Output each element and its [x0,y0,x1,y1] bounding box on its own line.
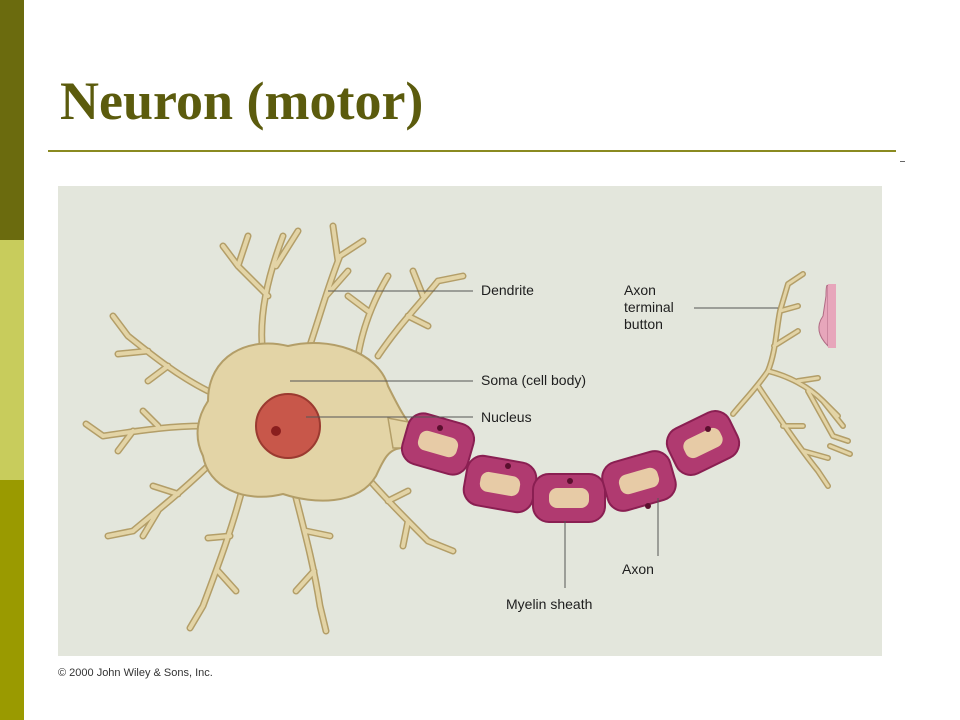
sidebar-stripe-bottom [0,480,24,720]
label-axon-terminal: Axon terminal button [624,282,674,333]
label-soma: Soma (cell body) [481,372,587,388]
title-divider [48,150,896,152]
divider-tick [900,161,905,162]
label-axon-terminal-line1: Axon [624,282,656,298]
label-nucleus: Nucleus [481,409,532,425]
label-myelin-sheath: Myelin sheath [506,596,593,612]
sidebar-stripe-middle [0,240,24,480]
neuron-illustration [82,222,853,635]
slide-title: Neuron (motor) [60,71,424,131]
label-axon-terminal-line2: terminal [624,299,674,315]
label-axon-terminal-line3: button [624,316,663,332]
copyright-notice: © 2000 John Wiley & Sons, Inc. [58,667,213,679]
sidebar-stripe-top [0,0,24,240]
neuron-diagram: Dendrite Soma (cell body) Nucleus Axon t… [58,186,882,656]
label-axon: Axon [622,561,654,577]
label-dendrite: Dendrite [481,282,534,298]
